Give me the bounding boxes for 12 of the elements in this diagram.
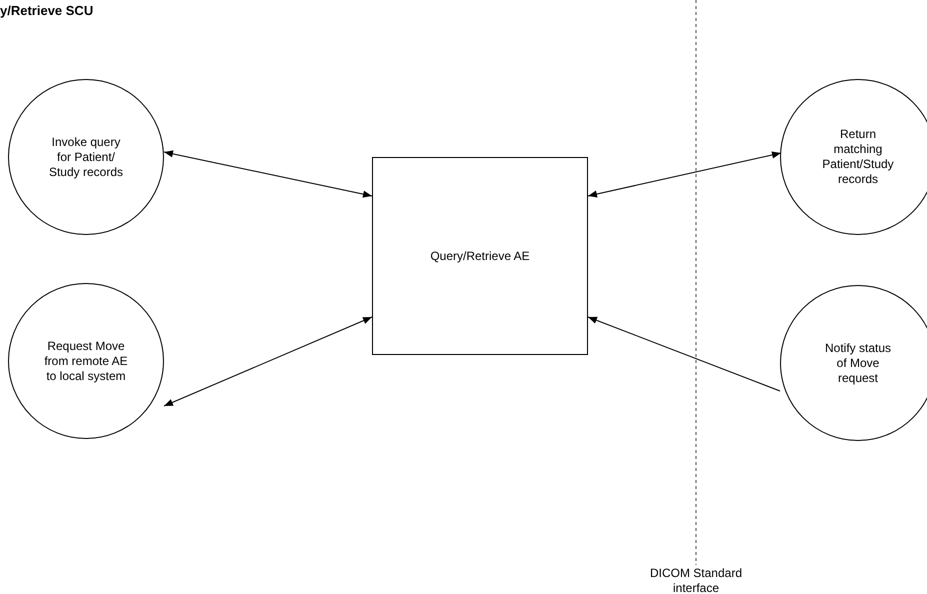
node-label: Notify status of Move request — [824, 340, 892, 386]
application-entity-box — [372, 157, 588, 355]
boundary-label: DICOM Standard interface — [648, 566, 744, 594]
arrow — [588, 151, 782, 198]
node-label: Invoke query for Patient/ Study records — [48, 134, 124, 180]
node-label: Query/Retrieve AE — [430, 248, 530, 264]
node-label: Return matching Patient/Study records — [821, 127, 895, 187]
arrow — [164, 316, 372, 406]
diagram-title: y/Retrieve SCU — [0, 3, 94, 20]
arrow — [588, 316, 780, 392]
arrow — [164, 150, 372, 198]
node-label: Request Move from remote AE to local system — [43, 338, 129, 384]
